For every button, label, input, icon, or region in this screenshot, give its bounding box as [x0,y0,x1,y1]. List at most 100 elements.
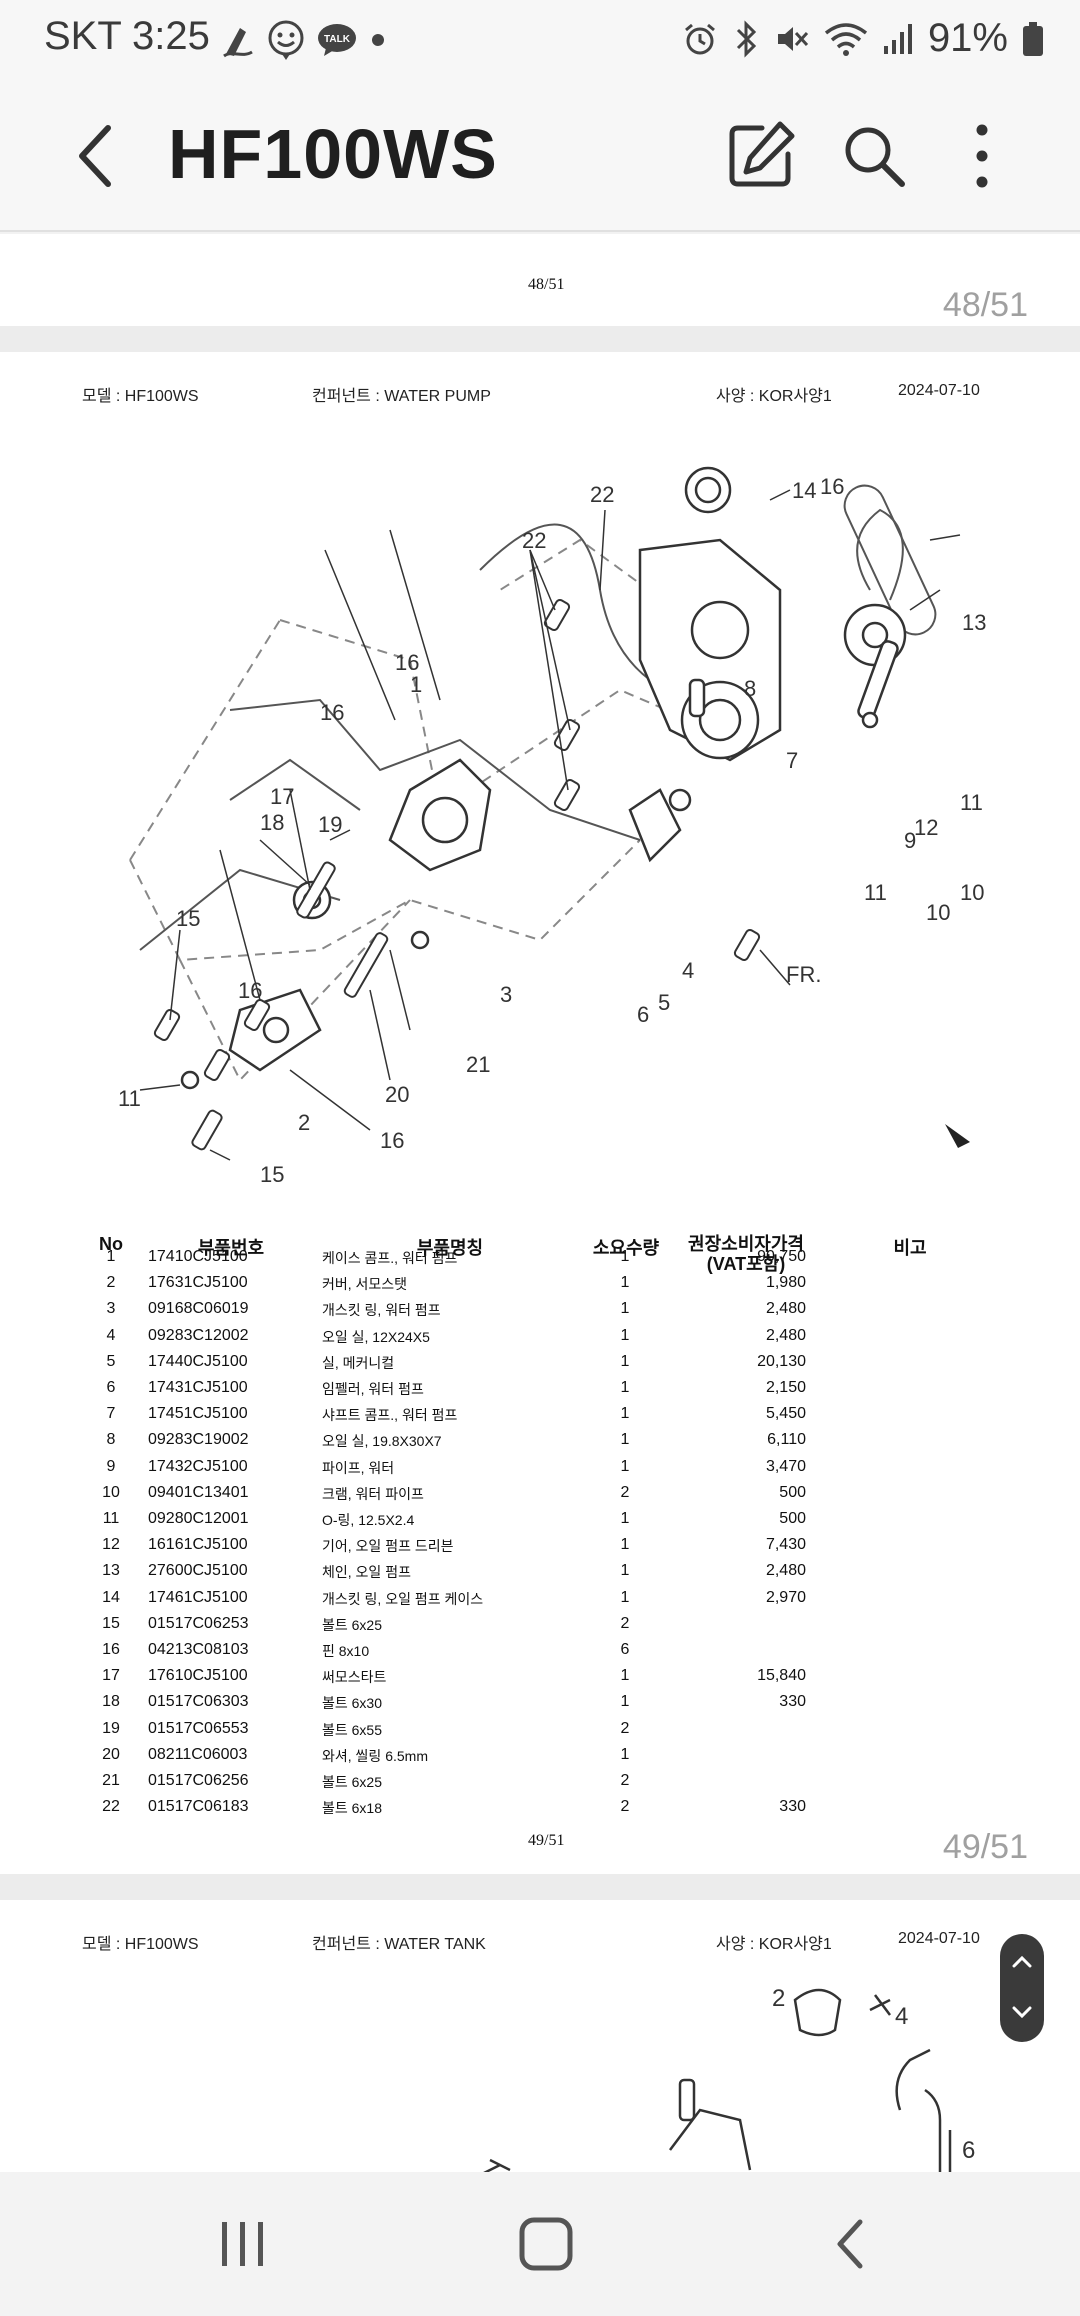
col-note: 비고 [893,1238,927,1258]
spec-label: 사양 : KOR사양1 [716,1936,832,1953]
chevron-down-icon[interactable] [1010,2000,1034,2024]
row-part-no: 01517C06253 [148,1614,249,1632]
row-part-no: 17461CJ5100 [148,1588,248,1606]
row-part-no: 01517C06256 [148,1772,249,1789]
row-no: 12 [102,1536,120,1554]
row-part-no: 09168C06019 [148,1300,249,1318]
page-counter: 48/51 [942,286,1028,324]
row-price: 330 [779,1798,806,1816]
talk-icon: TALK [318,24,356,56]
row-no: 17 [102,1667,120,1685]
row-part-no: 09283C19002 [148,1431,249,1449]
date-label: 2024-07-10 [898,382,980,399]
chevron-up-icon[interactable] [1010,1950,1034,1974]
diagram-label: 5 [658,990,670,1015]
row-price: 2,150 [765,1379,806,1396]
row-no: 14 [102,1588,120,1606]
row-part-no: 17431CJ5100 [148,1379,248,1396]
row-part-name: 커버, 서모스탯 [322,1276,408,1293]
page-scroll-control[interactable] [1000,1934,1044,2042]
diagram-label: 15 [260,1162,284,1187]
row-part-no: 17631CJ5100 [148,1274,248,1292]
row-part-name: 볼트 6x30 [322,1695,383,1712]
row-qty: 1 [620,1667,630,1685]
wifi-icon [824,22,868,56]
more-vert-icon[interactable] [948,118,1024,194]
row-qty: 2 [620,1772,630,1789]
row-part-name: 임펠러, 워터 펌프 [322,1381,424,1397]
home-icon[interactable] [518,2216,574,2272]
row-part-name: 개스킷 링, 워터 펌프 [322,1302,441,1319]
row-qty: 1 [620,1379,630,1396]
col-part-no: 부품번호 [197,1238,265,1258]
date-label: 2024-07-10 [898,1930,980,1947]
nav-back-icon[interactable] [830,2216,870,2272]
diagram-label: 6 [962,2137,975,2164]
diagram-label: 11 [118,1086,141,1111]
row-price: 2,970 [765,1588,806,1606]
page-50: 모델 : HF100WS 컨퍼넌트 : WATER TANK 사양 : KOR사… [0,1900,1080,2172]
signature-icon [223,28,253,58]
row-qty: 1 [620,1745,630,1763]
row-price: 500 [779,1483,806,1501]
row-price: 20,130 [757,1352,806,1370]
page-counter: 49/51 [942,1828,1028,1866]
row-qty: 1 [620,1457,630,1475]
col-price: 권장소비자가격 (VAT포함) [676,1234,816,1274]
row-part-name: 볼트 6x25 [322,1774,383,1790]
row-part-name: 써모스타트 [322,1669,387,1686]
diagram-label: 2 [772,1985,785,2012]
pdf-viewer[interactable]: 48/51 48/51 모델 : HF100WS 컨퍼넌트 : WATER PU… [0,234,1080,2172]
row-part-no: 27600CJ5100 [148,1562,248,1580]
row-qty: 2 [620,1798,630,1816]
row-qty: 2 [620,1483,630,1501]
row-no: 3 [106,1300,116,1318]
diagram-label: 10 [926,900,950,925]
search-icon[interactable] [836,118,912,194]
row-part-no: 16161CJ5100 [148,1536,248,1554]
row-qty: 1 [620,1300,630,1318]
row-no: 13 [102,1562,120,1580]
row-part-name: 실, 메커니컬 [322,1354,395,1371]
row-no: 4 [106,1326,116,1344]
diagram-label: 16 [238,978,262,1003]
diagram-label: 17 [270,784,294,809]
row-part-name: 파이프, 워터 [322,1459,395,1476]
water-tank-diagram: 2 4 6 [483,1985,975,2172]
row-no: 20 [102,1745,120,1763]
page-footer: 49/51 [528,1832,565,1849]
row-part-no: 04213C08103 [148,1641,249,1658]
component-label: 컨퍼넌트 : WATER PUMP [312,388,491,405]
row-part-no: 01517C06303 [148,1693,249,1711]
row-qty: 1 [620,1326,630,1344]
battery-icon [1023,21,1043,56]
row-qty: 1 [620,1693,630,1711]
recents-icon[interactable] [218,2216,268,2272]
row-no: 2 [106,1274,116,1292]
diagram-label: 11 [864,880,887,905]
col-part-name: 부품명칭 [416,1238,484,1258]
row-no: 5 [106,1352,116,1370]
back-arrow-icon[interactable] [66,120,126,192]
row-part-no: 09401C13401 [148,1483,249,1501]
row-part-no: 01517C06553 [148,1719,249,1737]
row-part-no: 17432CJ5100 [148,1457,248,1475]
front-arrow-icon [945,1124,970,1148]
diagram-label: 10 [960,880,984,905]
smiley-app-icon [268,20,304,60]
edit-icon[interactable] [722,118,798,194]
row-no: 15 [102,1614,120,1632]
row-part-name: 체인, 오일 펌프 [322,1564,411,1581]
row-qty: 1 [620,1274,630,1292]
row-no: 11 [102,1510,120,1527]
row-qty: 1 [620,1352,630,1370]
